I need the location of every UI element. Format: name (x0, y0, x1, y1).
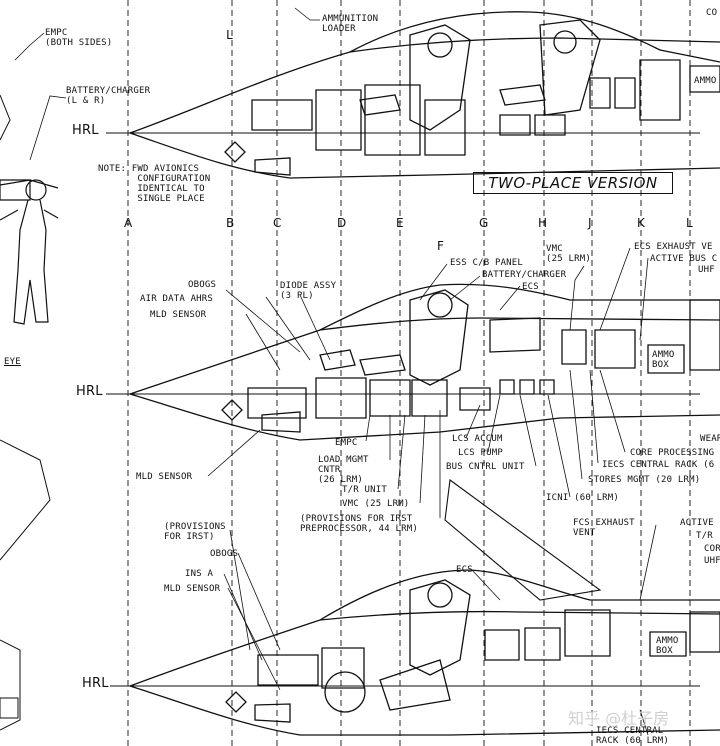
label-stores: STORES MGMT (20 LRM) (588, 475, 701, 485)
label-cor-bot: COR (704, 544, 720, 554)
label-ess-cb: ESS C/B PANEL (450, 258, 524, 268)
label-ammo-top: AMMO (694, 76, 717, 86)
two-place-fuselage (130, 12, 720, 178)
station-e: E (396, 216, 404, 230)
label-co: CO (706, 8, 718, 18)
station-f: F (437, 239, 445, 253)
label-core-proc: CORE PROCESSING (630, 448, 715, 458)
label-active-bot: ACTIVE (680, 518, 714, 528)
label-note: NOTE: FWD AVIONICS CONFIGURATION IDENTIC… (98, 164, 211, 204)
leader-lines (15, 8, 656, 735)
label-ecs-bot: ECS (456, 565, 473, 575)
station-l: L (686, 216, 693, 230)
label-obogs-bot: OBOGS (210, 549, 239, 559)
hrl-label-bot: HRL (82, 676, 109, 691)
label-empc-top: EMPC (BOTH SIDES) (45, 28, 113, 48)
label-mld-mid: MLD SENSOR (150, 310, 207, 320)
left-structures (0, 95, 50, 730)
label-mld-bot: MLD SENSOR (164, 584, 221, 594)
label-battery-mid: BATTERY/CHARGER (482, 270, 567, 280)
station-j: J (588, 216, 592, 230)
label-l-mark: L (226, 28, 234, 42)
label-uhf-mid: UHF (698, 265, 715, 275)
label-mld-mid2: MLD SENSOR (136, 472, 193, 482)
label-prov-irst: (PROVISIONS FOR IRST PREPROCESSOR, 44 LR… (300, 514, 418, 534)
label-eye: EYE (4, 357, 21, 367)
label-tr-bot: T/R (696, 531, 713, 541)
station-a: A (124, 216, 133, 230)
third-fuselage (130, 480, 720, 735)
station-b: B (226, 216, 235, 230)
label-wear: WEAR (700, 434, 720, 444)
station-k: K (637, 216, 646, 230)
label-ammo-loader: AMMUNITION LOADER (322, 14, 379, 34)
station-h: H (538, 216, 548, 230)
label-bus-cntrl: BUS CNTRL UNIT (446, 462, 525, 472)
label-lcs-pump: LCS PUMP (458, 448, 503, 458)
label-empc-mid: EMPC (335, 438, 358, 448)
label-icni: ICNI (60 LRM) (546, 493, 620, 503)
label-iecs-rack-mid: IECS CENTRAL RACK (6 (602, 460, 715, 470)
hrl-label-top: HRL (72, 123, 99, 138)
single-place-fuselage (130, 284, 720, 440)
hrl-label-mid: HRL (76, 384, 103, 399)
label-lcs-accum: LCS ACCUM (452, 434, 503, 444)
label-ecs-exhaust-mid: ECS EXHAUST VE (634, 242, 713, 252)
man-figure (0, 180, 58, 324)
label-uhf-bot: UHF (704, 556, 720, 566)
label-iecs-bot: IECS CENTRAL RACK (60 LRM) (596, 726, 670, 746)
station-lines (128, 0, 690, 746)
hrl-lines (106, 133, 700, 686)
label-ammo-box-bot: AMMO BOX (656, 636, 679, 656)
label-vmc-mid2: VMC (25 LRM) (342, 499, 410, 509)
station-c: C (273, 216, 282, 230)
label-fcs-exhaust: FCS EXHAUST VENT (573, 518, 635, 538)
label-tr-unit: T/R UNIT (342, 485, 387, 495)
two-place-version-box: TWO-PLACE VERSION (473, 172, 673, 194)
label-obogs-mid: OBOGS (188, 280, 217, 290)
label-active-bus: ACTIVE BUS C (650, 254, 718, 264)
label-air-data: AIR DATA AHRS (140, 294, 214, 304)
label-provisions: (PROVISIONS FOR IRST) (164, 522, 226, 542)
label-ecs-mid: ECS (522, 282, 539, 292)
label-vmc-mid: VMC (25 LRM) (546, 244, 591, 264)
label-diode: DIODE ASSY (3 PL) (280, 281, 337, 301)
station-d: D (337, 216, 347, 230)
label-load-mgmt: LOAD MGMT CNTR (26 LRM) (318, 455, 369, 485)
label-battery-top: BATTERY/CHARGER (L & R) (66, 86, 151, 106)
label-ins: INS A (185, 569, 214, 579)
station-g: G (479, 216, 489, 230)
label-ammo-box-mid: AMMO BOX (652, 350, 675, 370)
watermark: 知乎 @杜子房 (568, 709, 670, 728)
